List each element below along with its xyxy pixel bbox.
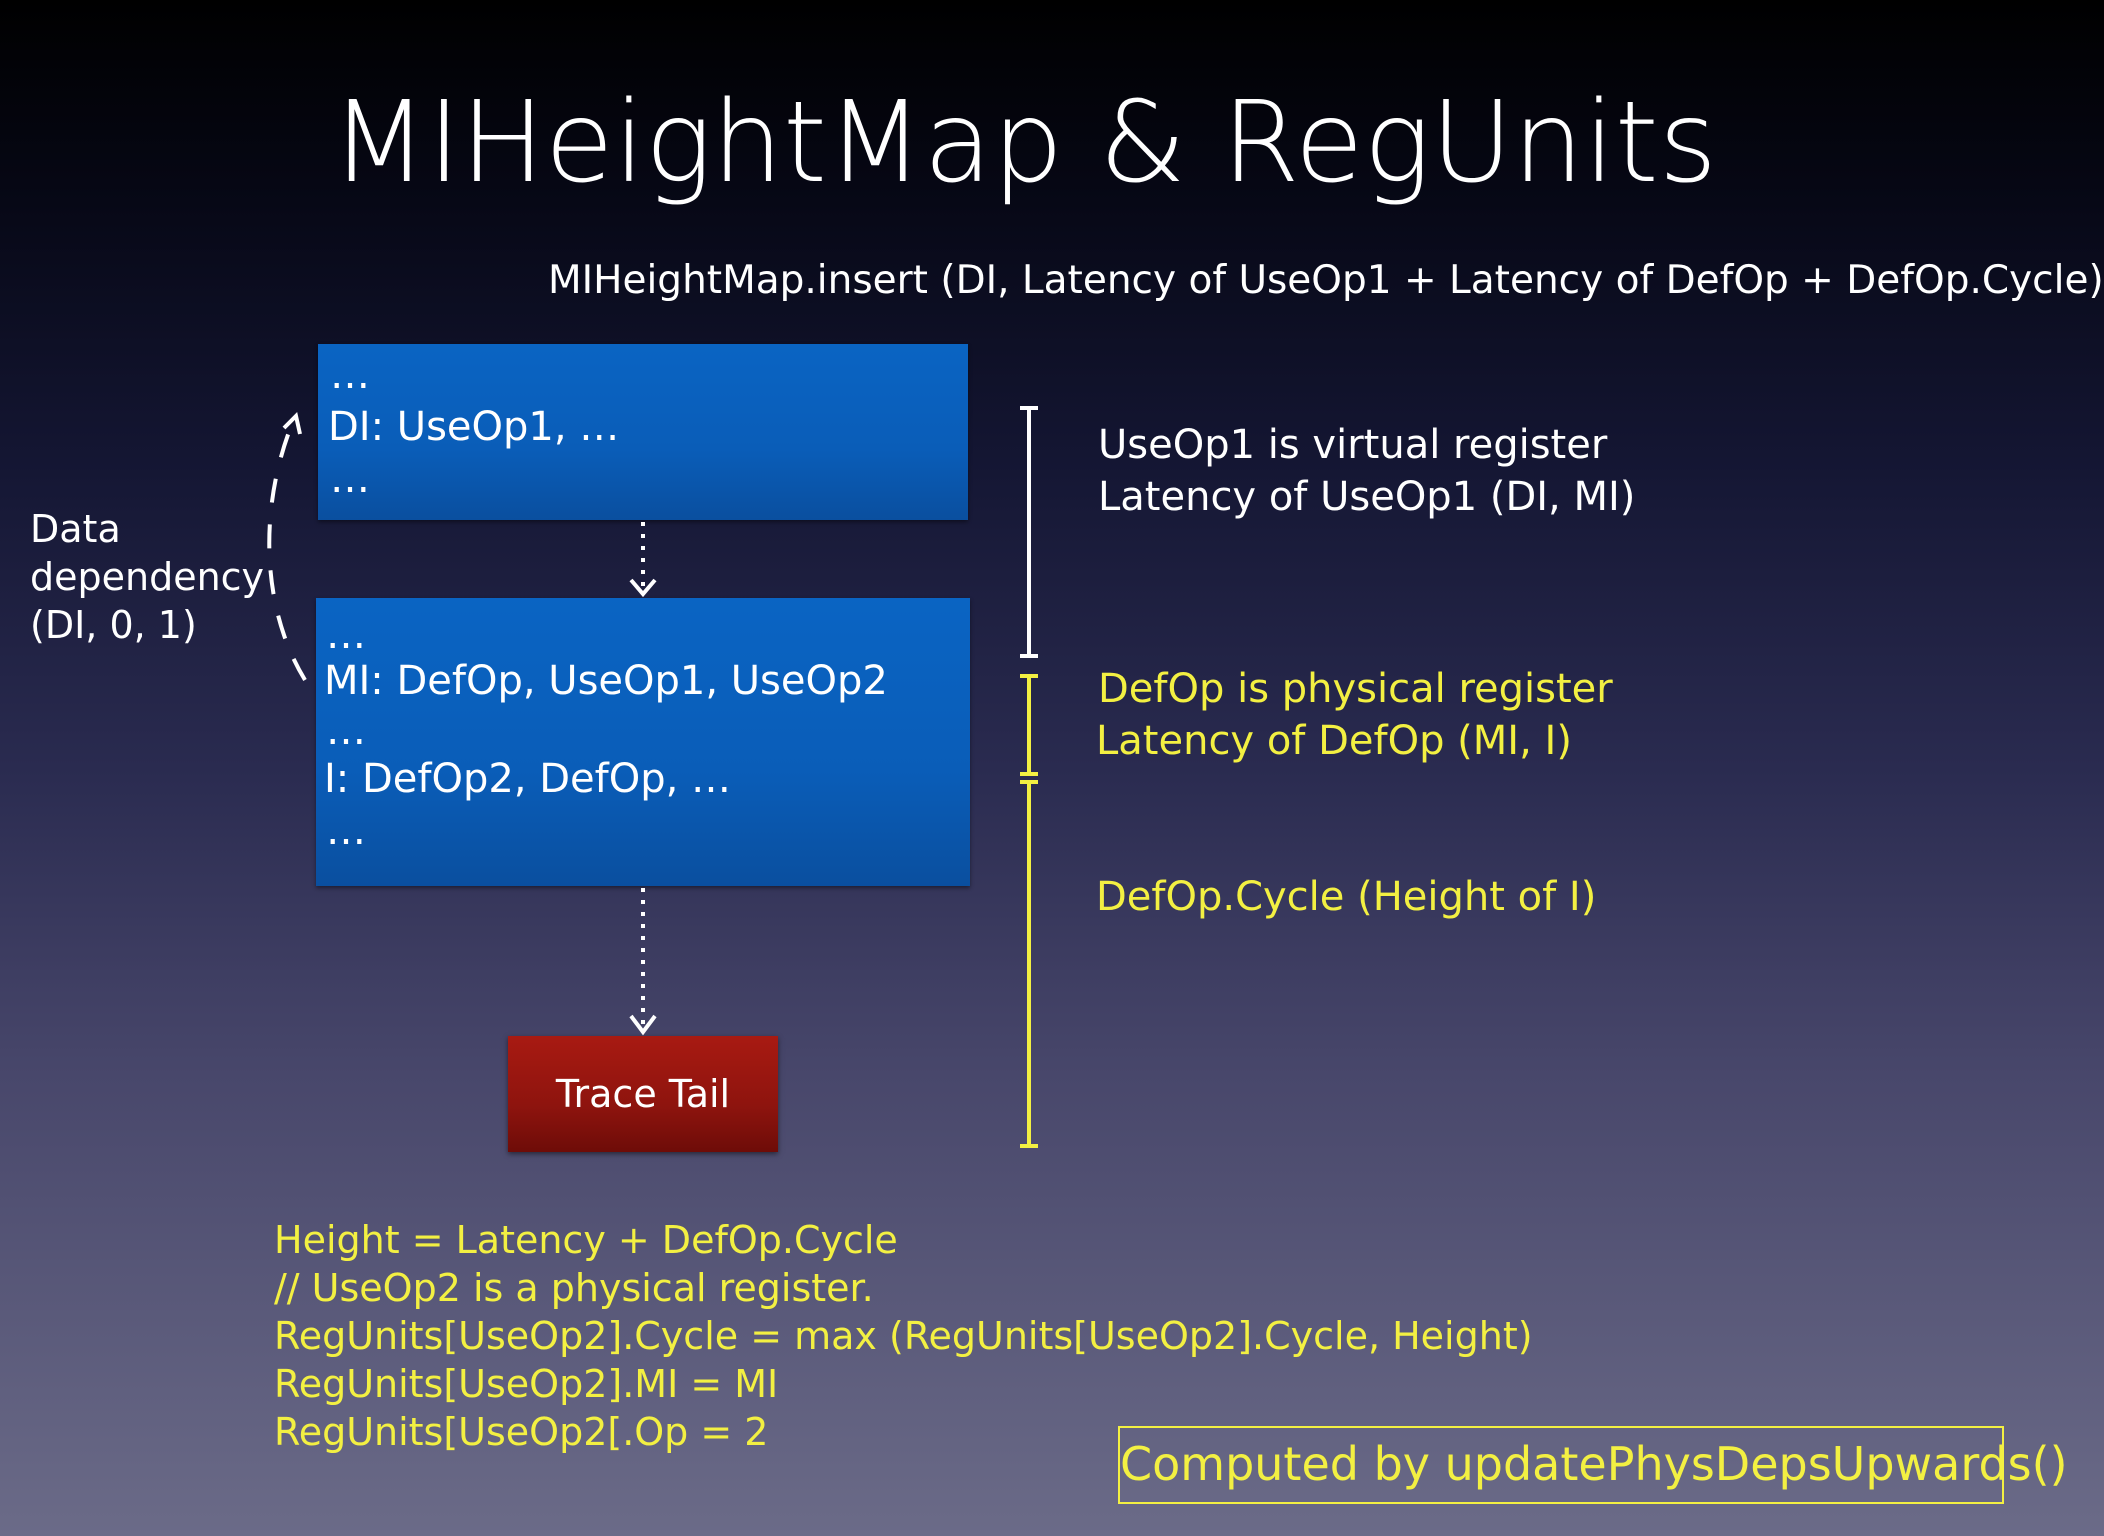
- code-line: RegUnits[UseOp2[.Op = 2: [274, 1410, 769, 1454]
- data-dependency-line: (DI, 0, 1): [30, 603, 197, 647]
- dotted-arrow-di-to-mi: [629, 522, 657, 598]
- box-line: …: [326, 612, 366, 658]
- data-dependency-label: Data dependency (DI, 0, 1): [30, 505, 264, 649]
- latency-useop1-bracket: [1020, 406, 1038, 658]
- latency-defop-bracket: [1020, 674, 1038, 776]
- heightmap-insert-formula: MIHeightMap.insert (DI, Latency of UseOp…: [548, 258, 2104, 303]
- mi-instruction-box: … MI: DefOp, UseOp1, UseOp2 … I: DefOp2,…: [316, 598, 970, 886]
- code-line: RegUnits[UseOp2].MI = MI: [274, 1362, 779, 1406]
- code-line: RegUnits[UseOp2].Cycle = max (RegUnits[U…: [274, 1314, 1533, 1358]
- data-dependency-line: Data: [30, 507, 121, 551]
- defop-cycle-note: DefOp.Cycle (Height of I): [1096, 874, 1597, 920]
- useop1-latency-note: Latency of UseOp1 (DI, MI): [1098, 474, 1636, 520]
- data-dependency-line: dependency: [30, 555, 265, 599]
- defop-cycle-bracket: [1020, 780, 1038, 1148]
- box-line: …: [330, 456, 370, 502]
- box-line: …: [330, 352, 370, 398]
- slide-title: MIHeightMap & RegUnits: [330, 78, 1718, 208]
- box-line: …: [326, 808, 366, 854]
- box-line-mi: MI: DefOp, UseOp1, UseOp2: [324, 658, 888, 704]
- box-line: …: [326, 708, 366, 754]
- defop-latency-note: Latency of DefOp (MI, I): [1096, 718, 1572, 764]
- box-line-i: I: DefOp2, DefOp, …: [324, 756, 732, 802]
- box-line-di: DI: UseOp1, …: [328, 404, 620, 450]
- useop1-virtual-note: UseOp1 is virtual register: [1098, 422, 1608, 468]
- defop-physical-note: DefOp is physical register: [1098, 666, 1613, 712]
- dotted-arrow-mi-to-trace-tail: [629, 888, 657, 1036]
- trace-tail-box: Trace Tail: [508, 1036, 778, 1152]
- data-dependency-arrow: [267, 412, 307, 682]
- diagram-connectors: [267, 406, 1038, 1148]
- di-instruction-box: … DI: UseOp1, … …: [318, 344, 968, 520]
- computed-by-label: Computed by updatePhysDepsUpwards(): [1118, 1426, 2068, 1504]
- code-line: Height = Latency + DefOp.Cycle: [274, 1218, 898, 1262]
- regunits-code-block: Height = Latency + DefOp.Cycle // UseOp2…: [274, 1216, 1533, 1456]
- code-line: // UseOp2 is a physical register.: [274, 1266, 874, 1310]
